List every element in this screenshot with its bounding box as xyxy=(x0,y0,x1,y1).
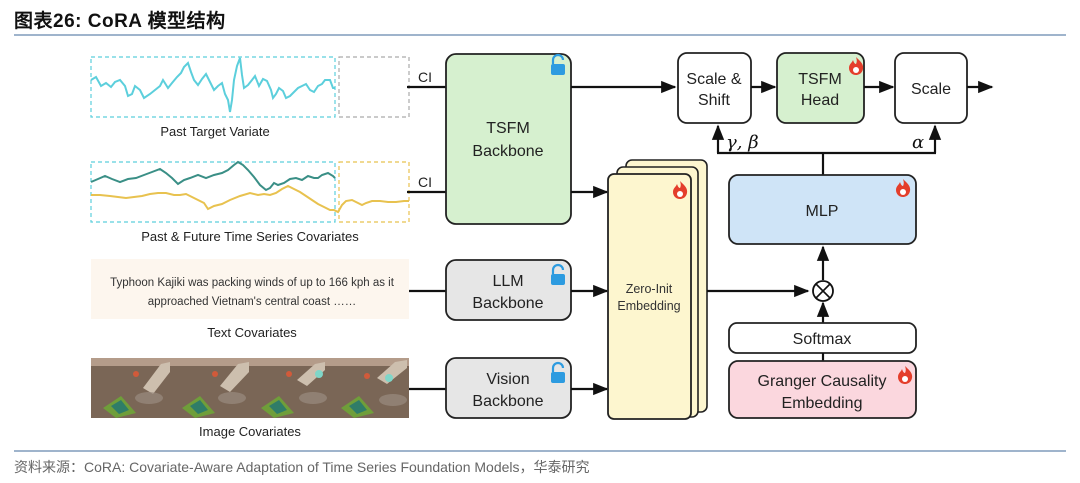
scale-shift-line-1: Scale & xyxy=(686,71,741,88)
image-frame xyxy=(249,358,329,418)
tsfm-backbone-line-1: TSFM xyxy=(486,120,530,137)
zero-init-line-1: Zero-Init xyxy=(626,282,673,296)
scale-shift-line-2: Shift xyxy=(698,92,731,109)
source-note: 资料来源：CoRA: Covariate-Aware Adaptation of… xyxy=(14,459,590,475)
past-target-panel: Past Target Variate xyxy=(90,56,410,139)
image-covariates-panel: Image Covariates xyxy=(91,358,409,439)
title-divider xyxy=(14,34,1066,36)
llm-backbone-line-1: LLM xyxy=(492,273,523,290)
target-series-line xyxy=(90,57,335,113)
scale-block: Scale xyxy=(894,52,968,124)
covariate-past-window-box xyxy=(90,161,336,223)
multiply-node xyxy=(812,280,834,302)
vision-backbone-line-2: Backbone xyxy=(472,393,543,410)
zero-init-embedding-block: Zero-Init Embedding xyxy=(607,159,708,420)
figure-title: 图表26: CoRA 模型结构 xyxy=(14,11,226,32)
image-frames-strip xyxy=(91,358,409,418)
zero-init-line-2: Embedding xyxy=(617,299,680,313)
mlp-block: MLP xyxy=(728,174,917,245)
image-covariates-label: Image Covariates xyxy=(199,424,301,439)
text-snippet-line-1: Typhoon Kajiki was packing winds of up t… xyxy=(110,277,395,289)
text-snippet-line-2: approached Vietnam's central coast …… xyxy=(148,296,356,308)
llm-backbone-block: LLM Backbone xyxy=(445,259,572,321)
gamma-beta-label: γ, β xyxy=(726,132,759,153)
scale-shift-block: Scale & Shift xyxy=(677,52,752,124)
covariate-future-window-box xyxy=(338,161,410,223)
image-frame xyxy=(329,358,409,418)
gold-covariate-line xyxy=(91,184,409,214)
granger-line-1: Granger Causality xyxy=(758,373,887,390)
granger-line-2: Embedding xyxy=(782,395,863,412)
image-frame xyxy=(91,358,170,418)
text-snippet-box xyxy=(91,259,409,319)
softmax-label: Softmax xyxy=(793,331,852,348)
tsfm-head-block: TSFM Head xyxy=(776,52,865,124)
ci-label-1: CI xyxy=(418,69,432,85)
image-frame xyxy=(170,358,249,418)
tsfm-backbone-block: TSFM Backbone xyxy=(445,53,572,225)
ts-covariates-panel: Past & Future Time Series Covariates xyxy=(90,160,410,244)
granger-embedding-block: Granger Causality Embedding xyxy=(728,360,917,419)
future-window-box xyxy=(338,56,410,118)
footer-divider xyxy=(14,450,1066,452)
text-covariates-panel: Typhoon Kajiki was packing winds of up t… xyxy=(91,259,409,340)
text-covariates-label: Text Covariates xyxy=(207,325,297,340)
ci-label-2: CI xyxy=(418,174,432,190)
teal-covariate-line xyxy=(90,160,336,192)
llm-backbone-line-2: Backbone xyxy=(472,295,543,312)
tsfm-backbone-line-2: Backbone xyxy=(472,143,543,160)
vision-backbone-line-1: Vision xyxy=(486,371,529,388)
tsfm-head-line-1: TSFM xyxy=(798,71,842,88)
mlp-label: MLP xyxy=(806,203,839,220)
vision-backbone-block: Vision Backbone xyxy=(445,357,572,419)
scale-label: Scale xyxy=(911,81,951,98)
tsfm-head-line-2: Head xyxy=(801,92,839,109)
covariates-ts-label: Past & Future Time Series Covariates xyxy=(141,229,359,244)
alpha-label: α xyxy=(912,132,924,153)
past-target-label: Past Target Variate xyxy=(160,124,269,139)
softmax-block: Softmax xyxy=(728,322,917,354)
